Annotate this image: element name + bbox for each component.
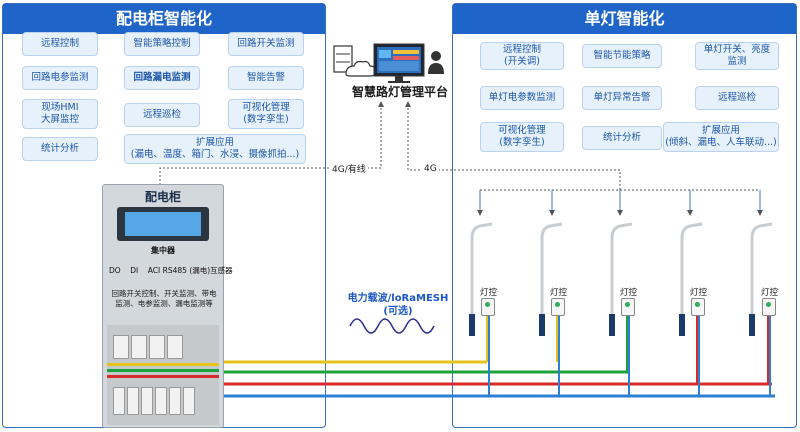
pole-3-controller (621, 298, 635, 316)
right-func-lamp-alarm: 单灯异常告警 (582, 86, 662, 110)
power-carrier-label: 电力载波/loRaMESH (可选) (347, 293, 449, 317)
pole-4-graphic (679, 222, 703, 396)
concentrator-device (117, 207, 209, 241)
pole-1-label: 灯控 (480, 288, 498, 298)
right-func-lamp-param-monitor: 单灯电参数监测 (480, 86, 564, 110)
platform-graphic (332, 40, 452, 85)
link-right-label: 4G (422, 164, 439, 174)
right-panel-title: 单灯智能化 (453, 4, 796, 34)
left-func-loop-switch-monitor: 回路开关监测 (228, 32, 304, 56)
left-func-visual-management: 可视化管理 (数字孪生) (228, 99, 304, 129)
pole-4-controller (691, 298, 705, 316)
right-func-statistics: 统计分析 (582, 126, 662, 150)
right-func-visual-management: 可视化管理 (数字孪生) (480, 122, 564, 152)
left-func-extended-apps: 扩展应用 (漏电、温度、箱门、水浸、摄像抓拍...) (124, 134, 306, 164)
left-func-leakage-monitor: 回路漏电监测 (124, 66, 200, 90)
left-func-statistics: 统计分析 (22, 137, 98, 161)
platform-title: 智慧路灯管理平台 (352, 85, 449, 99)
pole-2-label: 灯控 (550, 288, 568, 298)
port-do: DO (109, 266, 121, 275)
monitor-icon (373, 43, 425, 83)
right-func-lamp-switch-monitor: 单灯开关、亮度 监测 (695, 42, 779, 70)
left-func-remote-inspection: 远程巡检 (124, 103, 200, 127)
user-icon (428, 51, 444, 74)
cabinet-graphic: 配电柜 集中器 DO DI ACI RS485 (漏电)互感器 回路开关控制、开… (102, 184, 233, 428)
left-func-hmi-screen: 现场HMI 大屏监控 (22, 99, 98, 129)
pole-5-controller (762, 298, 776, 316)
pole-1-controller (481, 298, 495, 316)
cabinet-description: 回路开关控制、开关监测、带电监测、电参监测、漏电监测等 (111, 289, 217, 308)
port-leakage-ct: (漏电)互感器 (189, 266, 233, 275)
right-panel: 单灯智能化 (452, 3, 797, 428)
cabinet-title: 配电柜 (144, 190, 181, 204)
pole-3-label: 灯控 (620, 288, 638, 298)
right-func-extended-apps: 扩展应用 (倾斜、漏电、人车联动...) (663, 122, 779, 152)
pole-5-graphic (749, 222, 773, 396)
left-func-smart-alarm: 智能告警 (228, 66, 304, 90)
cabinet-ports: DO DI ACI RS485 (漏电)互感器 (109, 265, 233, 276)
left-panel-title: 配电柜智能化 (3, 4, 325, 34)
port-rs485: RS485 (162, 266, 187, 275)
cloud-icon (345, 60, 377, 77)
left-func-smart-strategy: 智能策略控制 (124, 32, 200, 56)
link-left-label: 4G/有线 (330, 162, 368, 175)
pole-3-graphic (609, 222, 633, 396)
cabinet-wiring (107, 325, 219, 425)
pole-4-label: 灯控 (690, 288, 708, 298)
port-aci: ACI (147, 266, 161, 275)
concentrator-label: 集中器 (151, 246, 175, 255)
right-func-energy-strategy: 智能节能策略 (582, 44, 662, 68)
pole-5-label: 灯控 (761, 288, 779, 298)
carrier-wave (349, 318, 435, 334)
right-func-remote-control: 远程控制 (开关调) (480, 42, 564, 70)
left-func-loop-param-monitor: 回路电参监测 (22, 66, 98, 90)
pole-2-graphic (539, 222, 563, 396)
server-icon (333, 45, 353, 73)
port-di: DI (130, 266, 139, 275)
pole-1-graphic (469, 222, 493, 396)
right-func-remote-inspection: 远程巡检 (695, 86, 779, 110)
left-func-remote-control: 远程控制 (22, 32, 98, 56)
pole-2-controller (551, 298, 565, 316)
